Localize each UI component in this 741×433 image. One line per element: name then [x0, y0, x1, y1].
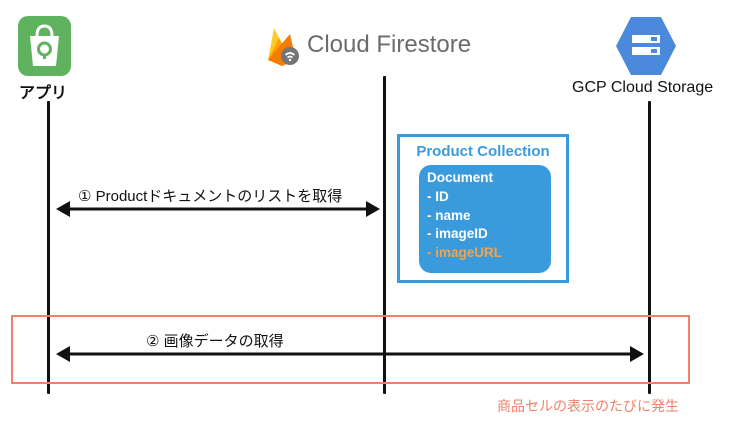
storage-lifeline: [648, 101, 651, 394]
collection-title: Product Collection: [416, 143, 550, 160]
document-card: Document - ID - name - imageID - imageUR…: [419, 165, 551, 273]
document-field: - ID: [427, 188, 449, 204]
firestore-logo: [262, 24, 302, 68]
shopping-bag-icon: [18, 16, 71, 76]
app-lifeline: [47, 101, 50, 394]
highlight-note: 商品セルの表示のたびに発生: [497, 398, 679, 414]
participant-firestore-label: Cloud Firestore: [307, 31, 472, 58]
app-icon: [18, 16, 71, 76]
participant-app-label: アプリ: [19, 85, 68, 102]
cloud-storage-icon: [616, 17, 676, 75]
document-field-highlight: - imageURL: [427, 245, 503, 261]
document-title: Document: [427, 170, 494, 185]
message-label-1: ① Productドキュメントのリストを取得: [78, 188, 343, 205]
participant-storage-label: GCP Cloud Storage: [572, 79, 714, 96]
message-arrow-1: [56, 201, 380, 217]
firebase-flame-icon: [268, 28, 299, 66]
storage-icon: [615, 15, 677, 77]
message-arrow-2: [56, 346, 644, 362]
message-label-2: ② 画像データの取得: [146, 333, 284, 350]
firestore-lifeline: [383, 76, 386, 394]
repeat-highlight-box: [11, 315, 690, 384]
document-field: - imageID: [427, 226, 488, 242]
document-field: - name: [427, 207, 471, 223]
product-collection-box: Product Collection Document - ID - name …: [397, 134, 569, 283]
